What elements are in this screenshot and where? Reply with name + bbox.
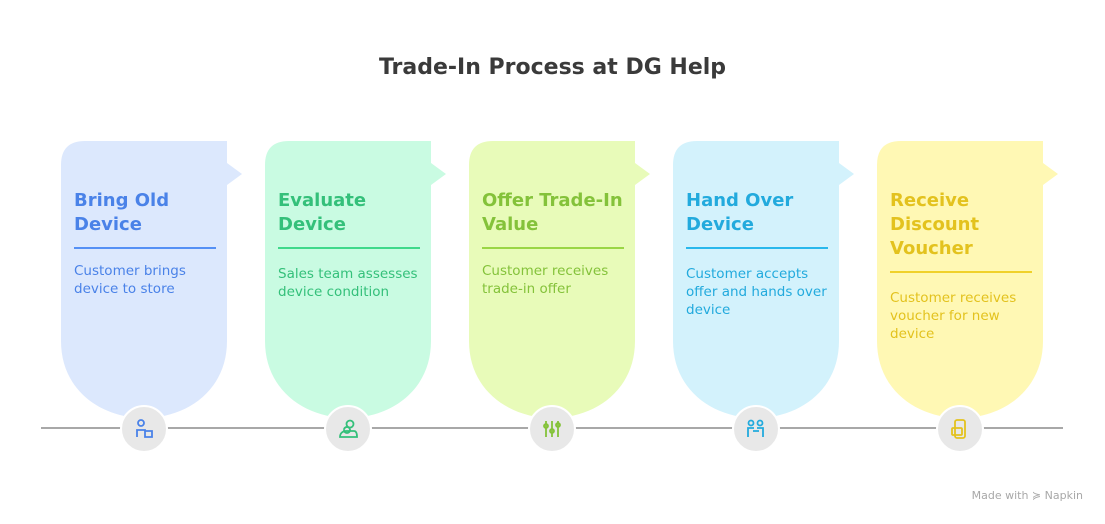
step-card: Bring Old Device Customer brings device … — [61, 141, 251, 421]
step-icon-circle — [324, 405, 372, 453]
step-icon-circle — [528, 405, 576, 453]
step-divider — [74, 247, 216, 249]
step-description: Customer receives voucher for new device — [890, 290, 1017, 342]
team-assessment-icon — [339, 419, 358, 438]
handover-icon — [747, 419, 764, 437]
step-description: Customer receives trade-in offer — [482, 263, 609, 297]
value-offer-icon — [543, 421, 561, 437]
voucher-phone-icon — [951, 419, 966, 439]
page-title: Trade-In Process at DG Help — [378, 55, 727, 80]
step-heading: Receive Discount Voucher — [890, 190, 980, 259]
customer-with-bag-icon — [136, 419, 153, 438]
card-shape — [469, 141, 650, 418]
step-card: Hand Over Device Customer accepts offer … — [673, 141, 863, 421]
step-icon-circle — [732, 405, 780, 453]
step-divider — [890, 271, 1032, 273]
step-card: Offer Trade-In Value Customer receives t… — [469, 141, 659, 421]
card-shape — [673, 141, 854, 418]
step-heading: Evaluate Device — [278, 190, 367, 235]
step-description: Customer accepts offer and hands over de… — [686, 266, 827, 318]
step-heading: Bring Old Device — [74, 190, 170, 235]
card-shape — [61, 141, 242, 418]
napkin-watermark: Made with ≽ Napkin — [971, 489, 1083, 502]
step-card: Receive Discount Voucher Customer receiv… — [877, 141, 1067, 421]
step-divider — [686, 247, 828, 249]
card-shape — [265, 141, 446, 418]
card-shape — [877, 141, 1058, 418]
step-description: Sales team assesses device condition — [278, 266, 418, 300]
step-divider — [278, 247, 420, 249]
step-description: Customer brings device to store — [74, 263, 186, 297]
step-icon-circle — [936, 405, 984, 453]
step-heading: Offer Trade-In Value — [482, 190, 623, 235]
step-heading: Hand Over Device — [686, 190, 794, 235]
step-icon-circle — [120, 405, 168, 453]
step-card: Evaluate Device Sales team assesses devi… — [265, 141, 455, 421]
step-divider — [482, 247, 624, 249]
